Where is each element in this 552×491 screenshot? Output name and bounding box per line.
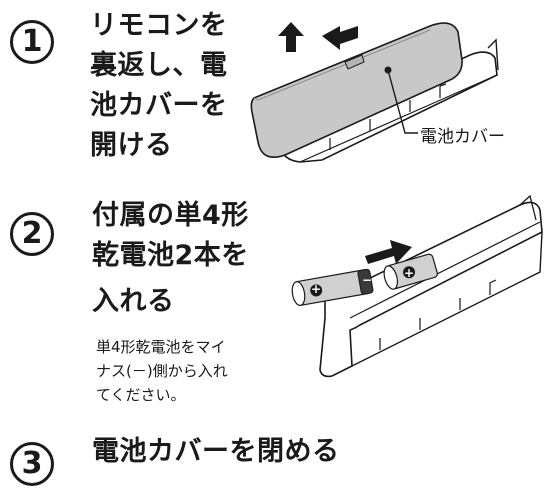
battery-plus-mark-1: + — [404, 266, 414, 280]
step-2-number: 2 — [10, 212, 54, 256]
step-3-number: 3 — [10, 442, 54, 486]
step-3-title: 電池カバーを閉める — [92, 436, 340, 467]
battery-plus-mark-2: + — [311, 282, 321, 296]
remote-open-illustration — [250, 22, 499, 163]
step-2-title: 付属の単4形 乾電池2本を 入れる — [92, 200, 249, 317]
battery-insert-illustration: + + − — [291, 194, 543, 378]
step-1-number: 1 — [10, 20, 54, 64]
step-1-title: リモコンを 裏返し、電 池カバーを 開ける — [90, 10, 228, 161]
battery-cover-label: 電池カバー — [420, 127, 505, 147]
step-2-note: 単4形乾電池をマイ ナス(－)側から入れ てください。 — [96, 338, 228, 404]
battery-minus-mark: − — [362, 273, 372, 287]
